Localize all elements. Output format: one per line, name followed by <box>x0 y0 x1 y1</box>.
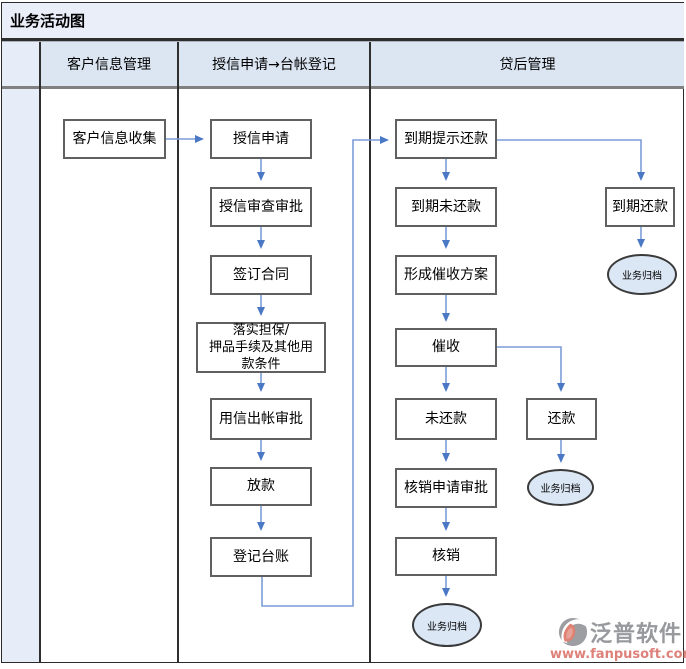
title-divider <box>2 38 684 42</box>
node-credit-apply: 授信申请 <box>210 119 312 159</box>
lane-separator-3 <box>369 42 371 662</box>
node-due-unpaid: 到期未还款 <box>395 187 497 227</box>
lane-separator-1 <box>39 42 41 662</box>
node-register-ledger: 登记台账 <box>210 537 312 577</box>
node-collection: 催收 <box>395 328 497 367</box>
node-due-reminder: 到期提示还款 <box>395 119 497 159</box>
node-writeoff-approval: 核销申请审批 <box>395 468 497 508</box>
lane-header-credit-ledger: 授信申请→台帐登记 <box>179 42 369 86</box>
diagram-title-band: 业务活动图 <box>2 3 684 38</box>
terminator-archive-repaid: 业务归档 <box>527 469 594 506</box>
header-divider <box>2 86 684 89</box>
node-collection-plan: 形成催收方案 <box>395 255 497 295</box>
fanpu-brand-text: 泛普软件 <box>589 622 682 647</box>
node-repaid: 还款 <box>526 398 597 440</box>
node-loan-release: 放款 <box>210 467 312 506</box>
page-title: 业务活动图 <box>10 12 86 30</box>
terminator-archive-due: 业务归档 <box>607 254 677 295</box>
node-sign-contract: 签订合同 <box>210 255 312 295</box>
node-credit-review-approval: 授信审查审批 <box>210 187 312 227</box>
lane-separator-2 <box>177 42 179 662</box>
node-due-repaid: 到期还款 <box>605 187 675 227</box>
lane-header-postloan: 贷后管理 <box>371 42 684 86</box>
fanpu-watermark: 泛普软件 www.fanpusoft.com <box>550 616 686 662</box>
lane-header-customer-info: 客户信息管理 <box>41 42 177 86</box>
terminator-archive-writeoff: 业务归档 <box>412 603 482 647</box>
node-customer-info-collect: 客户信息收集 <box>63 119 166 159</box>
fanpu-logo-icon <box>558 617 588 647</box>
fanpu-url-text: www.fanpusoft.com <box>550 647 686 662</box>
node-writeoff: 核销 <box>395 537 497 576</box>
swimlane-left-gutter <box>2 42 39 662</box>
node-not-repaid: 未还款 <box>395 398 497 440</box>
node-disbursement-approval: 用信出帐审批 <box>210 398 312 440</box>
node-implement-guarantee: 落实担保/ 押品手续及其他用 款条件 <box>196 322 326 373</box>
